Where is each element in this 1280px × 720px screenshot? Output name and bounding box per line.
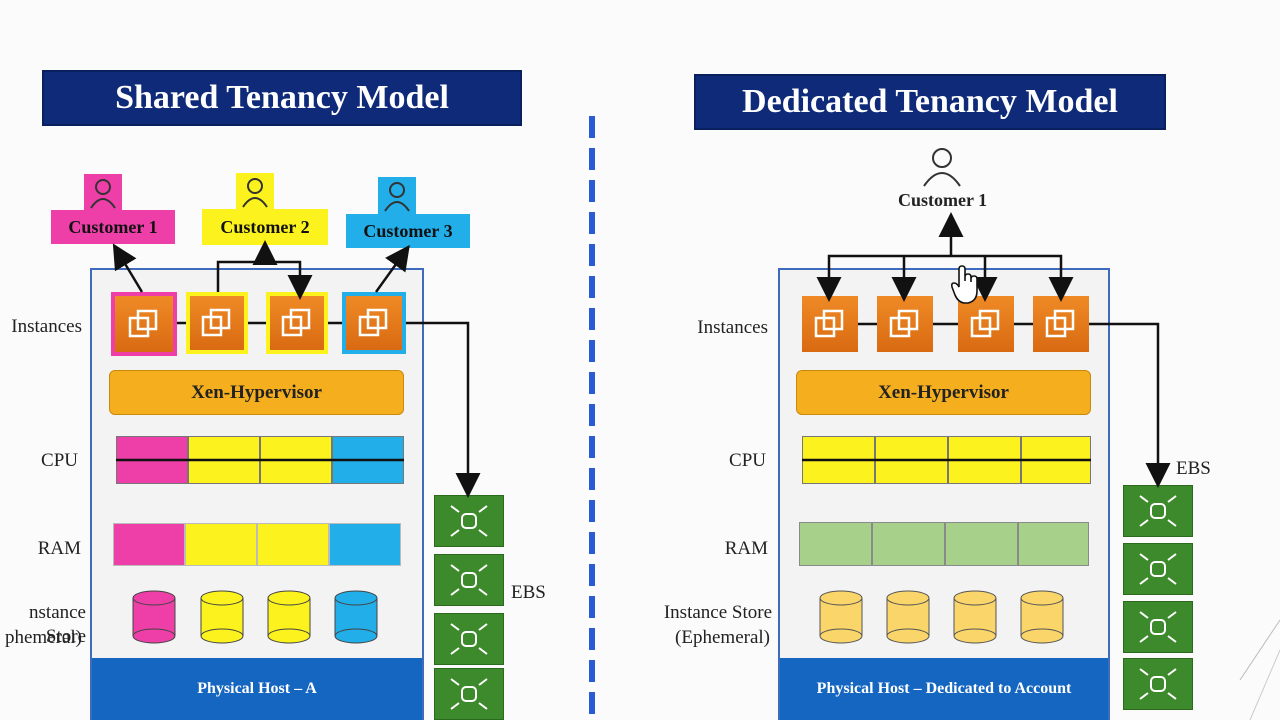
person-icon: [378, 177, 416, 215]
ram-label: RAM: [37, 538, 81, 559]
ram-cell: [329, 523, 401, 566]
shared-host-footer: Physical Host – A: [92, 658, 422, 720]
instance-icon: [111, 292, 177, 356]
dedicated-host-footer: Physical Host – Dedicated to Account: [780, 658, 1108, 720]
instances-label: Instances: [11, 316, 82, 337]
instance-icon: [802, 296, 858, 352]
customer-1-label: Customer 1: [898, 190, 988, 210]
instance-store-volume-icon: [200, 590, 244, 644]
instance-store-volume-icon: [1020, 590, 1064, 644]
ebs-label: EBS: [1176, 458, 1211, 479]
ebs-label: EBS: [511, 582, 546, 603]
hand-cursor-icon: [950, 265, 978, 304]
ram-cell: [257, 523, 329, 566]
instance-icon: [958, 296, 1014, 352]
ram-cell: [872, 522, 945, 566]
ram-cell: [945, 522, 1018, 566]
ebs-volume-icon: [1123, 658, 1193, 710]
instance-store-volume-icon: [819, 590, 863, 644]
ephemeral-label: phemeral): [4, 627, 82, 648]
instance-icon: [877, 296, 933, 352]
ram-cell: [185, 523, 257, 566]
person-icon: [84, 174, 122, 212]
xen-hypervisor: Xen-Hypervisor: [796, 370, 1091, 415]
ephemeral-label: (Ephemeral): [675, 627, 770, 648]
dedicated-title: Dedicated Tenancy Model: [694, 74, 1166, 130]
ebs-volume-icon: [434, 554, 504, 606]
person-icon: [236, 173, 274, 211]
instances-label: Instances: [697, 317, 768, 338]
ram-label: RAM: [724, 538, 768, 559]
ebs-volume-icon: [1123, 601, 1193, 653]
instance-store-volume-icon: [334, 590, 378, 644]
ram-cell: [799, 522, 872, 566]
instance-icon: [1033, 296, 1089, 352]
cpu-label: CPU: [729, 450, 766, 471]
instance-store-volume-icon: [886, 590, 930, 644]
ebs-volume-icon: [434, 668, 504, 720]
corner-decoration: [1239, 619, 1280, 720]
instance-store-label: Instance Store: [663, 602, 772, 623]
ebs-volume-icon: [434, 613, 504, 665]
person-icon: [921, 145, 963, 187]
xen-hypervisor: Xen-Hypervisor: [109, 370, 404, 415]
instance-store-volume-icon: [132, 590, 176, 644]
customer-2-label: Customer 2: [202, 209, 328, 245]
customer-3-label: Customer 3: [346, 214, 470, 248]
cpu-label: CPU: [41, 450, 78, 471]
section-divider: [589, 116, 595, 720]
instance-store-volume-icon: [267, 590, 311, 644]
instance-icon: [186, 292, 248, 354]
instance-store-label: nstance Store: [29, 602, 86, 647]
instance-store-volume-icon: [953, 590, 997, 644]
shared-title: Shared Tenancy Model: [42, 70, 522, 126]
ebs-volume-icon: [1123, 543, 1193, 595]
ram-cell: [113, 523, 185, 566]
customer-1-label: Customer 1: [51, 210, 175, 244]
instance-icon: [342, 292, 406, 354]
ram-cell: [1018, 522, 1089, 566]
ebs-volume-icon: [1123, 485, 1193, 537]
